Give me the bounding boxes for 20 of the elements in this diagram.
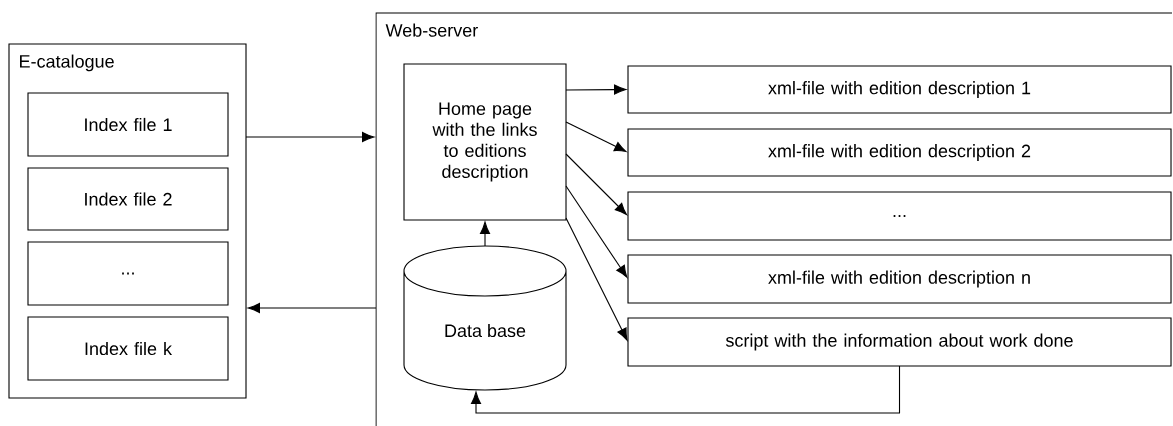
arrow: [565, 84, 627, 95]
arrow: [565, 185, 628, 278]
text-box: xml-file with edition description 1: [627, 65, 1172, 114]
text-box: ...: [627, 191, 1172, 241]
text-box: script with the information about work done: [627, 317, 1172, 367]
text-box: Index file k: [27, 316, 229, 381]
arrow: [565, 217, 628, 341]
database-cylinder: Data base: [403, 245, 567, 391]
arrow: [470, 365, 901, 414]
text-box: Index file 2: [27, 167, 229, 231]
arrow: [245, 131, 375, 143]
arrow: [565, 153, 627, 215]
text-box: xml-file with edition description 2: [627, 128, 1172, 177]
text-box: xml-file with edition description n: [627, 254, 1172, 304]
text-box: Home page with the links to editions description: [403, 63, 567, 221]
text-box: ...: [27, 241, 229, 306]
arrow: [479, 221, 491, 247]
arrow: [565, 121, 627, 153]
text-box: Index file 1: [27, 92, 229, 157]
arrow: [247, 302, 377, 314]
